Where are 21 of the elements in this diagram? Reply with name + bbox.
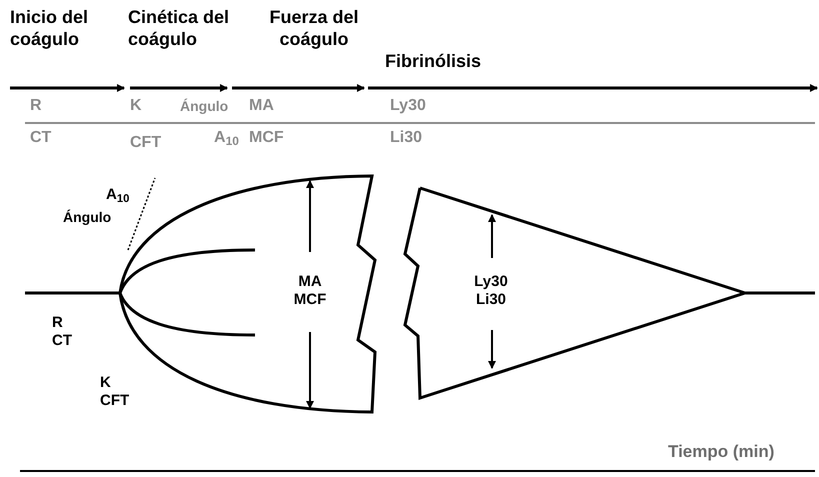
parameter-label: K — [130, 97, 142, 115]
parameter-label: CFT — [130, 134, 162, 152]
parameter-label: CT — [30, 129, 52, 147]
phase-heading: Fuerza del coágulo — [268, 6, 360, 50]
phase-heading: Fibrinólisis — [385, 50, 482, 72]
axis-title: Tiempo (min) — [668, 442, 774, 462]
parameter-label: R — [30, 97, 42, 115]
angle-label: A$_{10}$ — [106, 186, 130, 204]
parameter-label: K CFT — [100, 374, 130, 410]
parameter-label: MCF — [249, 129, 284, 147]
lysis-label: Ly30 Li30 — [473, 273, 509, 309]
angle-label: Ángulo — [63, 208, 112, 226]
parameter-label: Ángulo — [180, 97, 228, 115]
phase-heading: Inicio del coágulo — [10, 6, 90, 50]
parameter-label: A$_{10}$ — [214, 129, 239, 147]
parameter-label: Ly30 — [390, 97, 426, 115]
parameter-label: MA — [249, 97, 274, 115]
amplitude-label: MA MCF — [292, 273, 328, 309]
phase-heading: Cinética del coágulo — [128, 6, 230, 50]
parameter-label: Li30 — [390, 129, 422, 147]
parameter-label: R CT — [52, 314, 73, 350]
